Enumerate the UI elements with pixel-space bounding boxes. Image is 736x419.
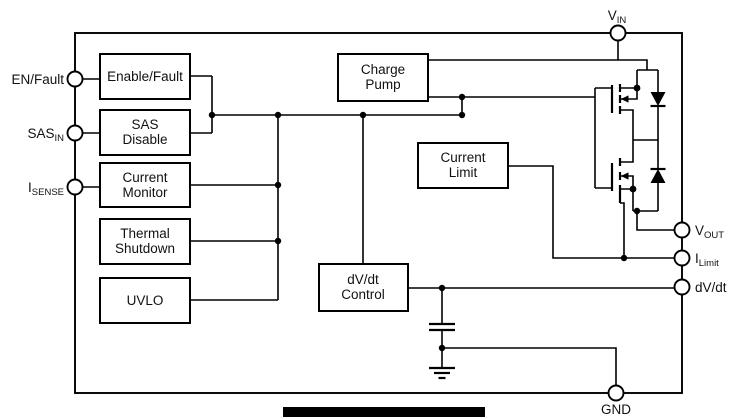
pin-gnd: GND <box>601 384 631 417</box>
wires <box>83 41 674 385</box>
block-charge-pump: Charge Pump <box>337 53 429 102</box>
svg-text:ILimit: ILimit <box>695 251 719 269</box>
vout-pin-label: V <box>695 223 704 238</box>
pin-vin: VIN <box>608 8 627 42</box>
svg-text:Thermal: Thermal <box>120 226 170 241</box>
block-current-monitor: Current Monitor <box>99 162 191 208</box>
svg-text:Charge: Charge <box>361 62 405 77</box>
svg-text:Current: Current <box>440 150 485 165</box>
vin-pin-label-sub: IN <box>617 15 627 26</box>
dvdt-pin-circle <box>673 278 691 296</box>
i-limit-pin-label-sub: Limit <box>699 258 719 269</box>
svg-text:GND: GND <box>601 402 631 417</box>
pin-en-fault: EN/Fault <box>11 70 84 88</box>
pin-i-sense: ISENSE <box>28 178 84 198</box>
wire-q1-bottom-terminal <box>620 109 634 140</box>
enable-fault-label: Enable/Fault <box>107 69 183 84</box>
current-monitor-label-line2: Monitor <box>122 185 168 200</box>
svg-text:Shutdown: Shutdown <box>115 241 175 256</box>
svg-text:VOUT: VOUT <box>695 223 724 241</box>
thermal-shutdown-label-line2: Shutdown <box>115 241 175 256</box>
sas-disable-label-line1: SAS <box>131 117 158 132</box>
wire-q2-source <box>620 188 634 211</box>
svg-text:EN/Fault: EN/Fault <box>11 72 64 87</box>
svg-text:Current: Current <box>122 170 167 185</box>
block-uvlo: UVLO <box>99 277 191 324</box>
svg-text:Limit: Limit <box>449 165 478 180</box>
gnd-pin-label: GND <box>601 402 631 417</box>
mosfet-q2-icon <box>610 158 629 203</box>
sas-in-pin-circle <box>66 124 84 142</box>
charge-pump-label-line1: Charge <box>361 62 405 77</box>
i-sense-pin-label-sub: SENSE <box>32 187 64 198</box>
q1-body-arrow-icon <box>620 95 629 103</box>
dvdt-pin-label: dV/dt <box>695 280 727 295</box>
pin-dvdt: dV/dt <box>673 278 727 296</box>
charge-pump-label-line2: Pump <box>365 77 400 92</box>
i-sense-pin-circle <box>66 178 84 196</box>
i-limit-pin-label: I <box>695 251 699 266</box>
ic-outline <box>74 32 683 394</box>
redaction-bar <box>283 407 485 417</box>
wire-q1-top-terminal <box>620 70 638 89</box>
svg-text:Pump: Pump <box>365 77 400 92</box>
svg-text:UVLO: UVLO <box>127 293 164 308</box>
current-limit-label-line2: Limit <box>449 165 478 180</box>
vout-pin-label-sub: OUT <box>704 230 724 241</box>
wire-to-vout-pin <box>636 211 674 231</box>
wire-to-gnd-pin <box>442 347 617 385</box>
ground-symbol-icon <box>429 366 455 380</box>
dvdt-control-label-line1: dV/dt <box>347 272 379 287</box>
body-diode-d1-icon <box>650 92 666 108</box>
wire-kelvin-sense <box>620 202 625 258</box>
vin-pin-label: V <box>608 8 617 23</box>
q2-body-arrow-icon <box>620 172 629 180</box>
wire-vin-jog <box>618 59 648 70</box>
sas-disable-label-line2: Disable <box>122 132 167 147</box>
svg-text:VIN: VIN <box>608 8 627 26</box>
thermal-shutdown-label-line1: Thermal <box>120 226 170 241</box>
gnd-pin-circle <box>607 384 625 402</box>
uvlo-label: UVLO <box>127 293 164 308</box>
vin-pin-circle <box>609 24 627 42</box>
sas-in-pin-label-sub: IN <box>55 133 65 144</box>
block-thermal-shutdown: Thermal Shutdown <box>99 218 191 265</box>
current-monitor-label-line1: Current <box>122 170 167 185</box>
block-dvdt-control: dV/dt Control <box>318 263 409 312</box>
en-fault-pin-circle <box>66 70 84 88</box>
block-sas-disable: SAS Disable <box>99 109 191 156</box>
wire-q2-drain <box>620 140 634 163</box>
pin-i-limit: ILimit <box>673 249 719 269</box>
pin-vout: VOUT <box>673 221 724 241</box>
svg-text:SAS: SAS <box>131 117 158 132</box>
mosfet-q1-icon <box>610 84 629 114</box>
svg-text:dV/dt: dV/dt <box>347 272 379 287</box>
svg-text:Enable/Fault: Enable/Fault <box>107 69 183 84</box>
dvdt-capacitor-icon <box>429 322 455 332</box>
svg-text:dV/dt: dV/dt <box>695 280 727 295</box>
i-limit-pin-circle <box>673 249 691 267</box>
dvdt-control-label-line2: Control <box>341 287 385 302</box>
en-fault-pin-label: EN/Fault <box>11 72 64 87</box>
sas-in-pin-label: SAS <box>27 126 54 141</box>
i-sense-pin-label: I <box>28 180 32 195</box>
svg-text:Disable: Disable <box>122 132 167 147</box>
svg-text:ISENSE: ISENSE <box>28 180 64 198</box>
pin-sas-in: SASIN <box>27 124 84 144</box>
current-limit-label-line1: Current <box>440 150 485 165</box>
body-diode-d2-icon <box>650 167 666 183</box>
svg-text:SASIN: SASIN <box>27 126 64 144</box>
junction-dots <box>208 84 641 352</box>
svg-text:Control: Control <box>341 287 385 302</box>
svg-text:Monitor: Monitor <box>122 185 168 200</box>
wire-currentlimit-to-ilimit-pin <box>508 165 674 259</box>
vout-pin-circle <box>673 221 691 239</box>
block-enable-fault: Enable/Fault <box>99 53 191 100</box>
block-current-limit: Current Limit <box>417 142 509 189</box>
